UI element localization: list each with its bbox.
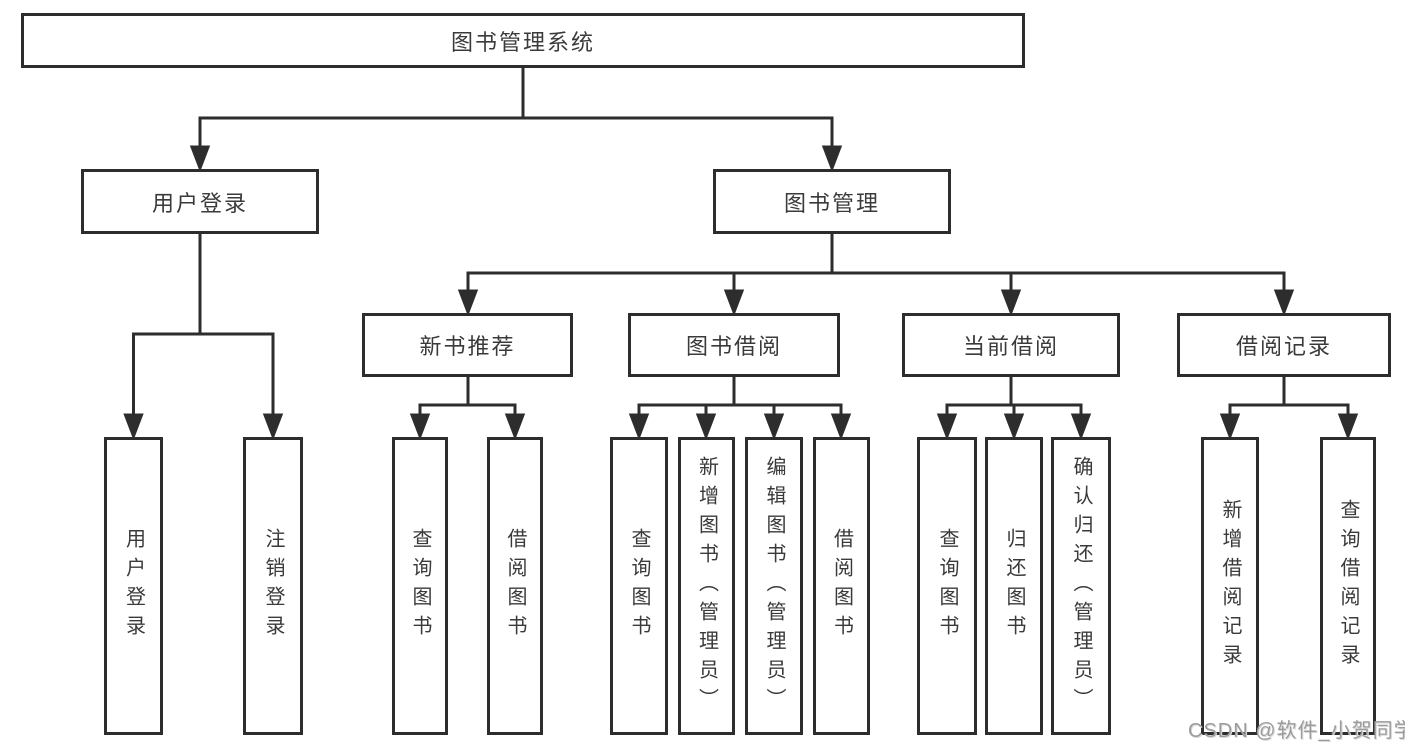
node-book-borrow: 图书借阅	[628, 313, 840, 377]
leaf-edit-books-admin-label: 编辑图书（管理员）	[763, 455, 785, 717]
branch-borrow-records	[1219, 377, 1359, 441]
leaf-query-books-recommend-label: 查询图书	[409, 528, 431, 644]
leaf-edit-books-admin: 编辑图书（管理员）	[745, 437, 803, 735]
leaf-borrow-books: 借阅图书	[813, 437, 870, 735]
leaf-add-books-admin: 新增图书（管理员）	[678, 437, 735, 735]
leaf-borrow-books-label: 借阅图书	[830, 528, 853, 644]
node-borrow-records: 借阅记录	[1177, 313, 1391, 377]
leaf-query-books-current-label: 查询图书	[936, 528, 958, 644]
branch-current-borrow	[936, 377, 1092, 441]
leaf-return-books: 归还图书	[985, 437, 1043, 735]
node-new-book-recommend-label: 新书推荐	[419, 334, 516, 359]
leaf-query-borrow-record-label: 查询借阅记录	[1337, 499, 1359, 673]
node-new-book-recommend: 新书推荐	[362, 313, 573, 377]
leaf-query-books-recommend: 查询图书	[392, 437, 448, 735]
leaf-logout-label: 注销登录	[262, 528, 284, 644]
branch-root	[189, 67, 843, 173]
leaf-borrow-books-recommend-label: 借阅图书	[504, 528, 526, 644]
leaf-query-borrow-record: 查询借阅记录	[1320, 437, 1376, 735]
leaf-add-books-admin-label: 新增图书（管理员）	[695, 455, 718, 717]
leaf-add-borrow-record: 新增借阅记录	[1201, 437, 1259, 735]
leaf-confirm-return-admin-label: 确认归还（管理员）	[1070, 455, 1092, 717]
branch-user-login	[123, 234, 284, 441]
csdn-watermark: CSDN @软件_小贺同学	[1188, 720, 1405, 742]
leaf-query-books-current: 查询图书	[917, 437, 977, 735]
node-borrow-records-label: 借阅记录	[1235, 334, 1332, 359]
node-root-label: 图书管理系统	[450, 29, 595, 55]
leaf-query-books-borrow-label: 查询图书	[628, 528, 650, 644]
node-book-management: 图书管理	[713, 169, 951, 234]
leaf-borrow-books-recommend: 借阅图书	[487, 437, 543, 735]
leaf-user-login: 用户登录	[104, 437, 163, 735]
node-user-login-label: 用户登录	[151, 190, 248, 216]
branch-new-book-recommend	[409, 377, 526, 441]
leaf-confirm-return-admin: 确认归还（管理员）	[1051, 437, 1111, 735]
node-current-borrow-label: 当前借阅	[962, 334, 1059, 359]
node-book-borrow-label: 图书借阅	[685, 334, 782, 359]
leaf-add-borrow-record-label: 新增借阅记录	[1219, 499, 1241, 673]
leaf-return-books-label: 归还图书	[1003, 528, 1025, 644]
branch-book-borrow	[628, 377, 852, 441]
node-user-login: 用户登录	[81, 169, 319, 234]
leaf-logout: 注销登录	[243, 437, 303, 735]
branch-book-management	[457, 233, 1295, 317]
leaf-user-login-label: 用户登录	[122, 528, 145, 644]
node-root: 图书管理系统	[21, 13, 1025, 68]
node-book-management-label: 图书管理	[783, 190, 880, 216]
node-current-borrow: 当前借阅	[902, 313, 1120, 377]
leaf-query-books-borrow: 查询图书	[610, 437, 668, 735]
